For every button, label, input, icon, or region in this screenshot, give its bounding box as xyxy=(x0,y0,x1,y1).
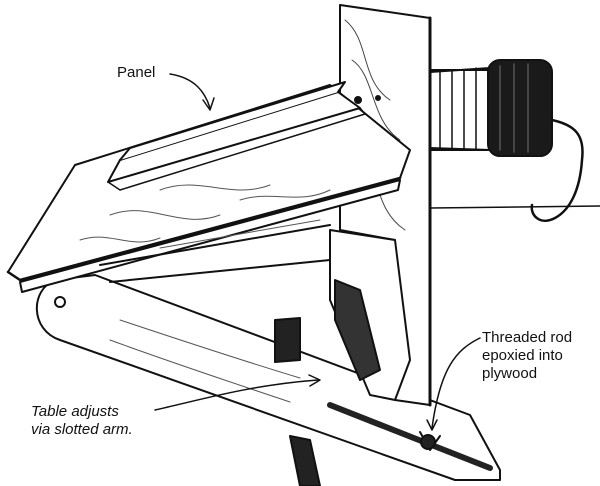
table-adjusts-label-line-1: Table adjusts xyxy=(31,403,119,420)
table-leader-arrow xyxy=(308,374,321,387)
bench-surface-line xyxy=(429,205,600,209)
table-rails xyxy=(99,219,331,283)
rod-leader xyxy=(431,337,481,429)
threaded-rod-label-line-2: epoxied into xyxy=(482,347,563,364)
threaded-rod-label: Threaded rod epoxied into plywood xyxy=(482,329,572,383)
support-block xyxy=(329,229,411,401)
table-adjusts-label-line-2: via slotted arm. xyxy=(31,421,133,438)
table-adjusts-label: Table adjusts via slotted arm. xyxy=(31,403,133,439)
panel-label: Panel xyxy=(117,64,156,81)
threaded-rod-label-line-1: Threaded rod xyxy=(482,329,573,346)
table-leader xyxy=(154,379,319,411)
slotted-arm xyxy=(35,274,501,481)
threaded-rod-label-line-3: plywood xyxy=(482,365,538,382)
arm-slot xyxy=(327,402,493,471)
motor-body xyxy=(429,59,553,157)
vertical-post xyxy=(274,317,321,486)
power-cord xyxy=(530,118,584,222)
panel-leader-arrow xyxy=(202,97,215,111)
rod-leader-arrow xyxy=(426,419,438,431)
panel-leader xyxy=(169,73,211,109)
plywood-table xyxy=(6,84,411,293)
panel-board xyxy=(107,81,381,191)
